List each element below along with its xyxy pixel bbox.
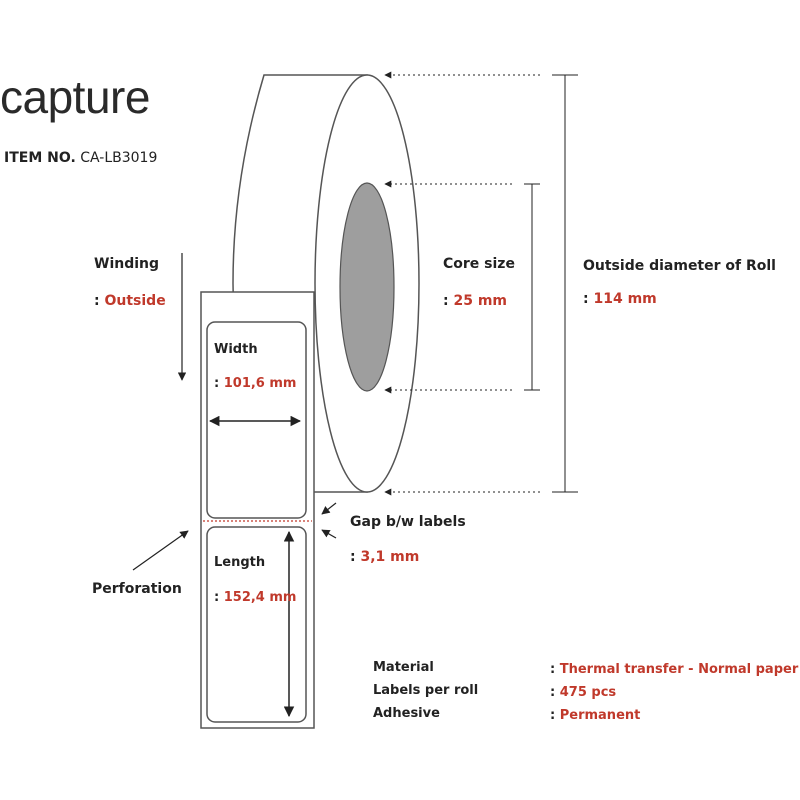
- perforation-arrow: [132, 530, 189, 571]
- winding-label: Winding: [94, 256, 160, 272]
- width-value: : 101,6 mm: [214, 376, 297, 391]
- roll-core: [339, 182, 395, 392]
- item-label: ITEM NO.: [4, 150, 76, 166]
- core-size-value: : 25 mm: [443, 293, 508, 309]
- spec-adhesive-label: Adhesive: [373, 706, 440, 721]
- item-value: CA-LB3019: [80, 150, 158, 166]
- capture-logo: capture: [0, 71, 150, 123]
- length-value: : 152,4 mm: [214, 590, 297, 605]
- label-2: [206, 526, 307, 723]
- gap-arrow-top: [321, 502, 337, 515]
- item-number: ITEM NO. CA-LB3019: [4, 150, 157, 166]
- spec-labels-per-roll-value: : 475 pcs: [550, 685, 617, 700]
- perforation-label: Perforation: [92, 581, 182, 597]
- spec-adhesive-value: : Permanent: [550, 708, 641, 723]
- spec-material-value: : Thermal transfer - Normal paper: [550, 662, 799, 677]
- winding-value: : Outside: [94, 293, 166, 309]
- spec-labels-per-roll-label: Labels per roll: [373, 683, 479, 698]
- gap-label: Gap b/w labels: [350, 514, 466, 530]
- length-label: Length: [214, 555, 266, 570]
- outside-diameter-value: : 114 mm: [583, 291, 657, 307]
- gap-arrow-bottom: [321, 529, 337, 539]
- core-size-label: Core size: [443, 256, 515, 272]
- width-label: Width: [214, 342, 258, 357]
- outside-diameter-label: Outside diameter of Roll: [583, 258, 776, 274]
- gap-value: : 3,1 mm: [350, 549, 420, 565]
- spec-material-label: Material: [373, 660, 434, 675]
